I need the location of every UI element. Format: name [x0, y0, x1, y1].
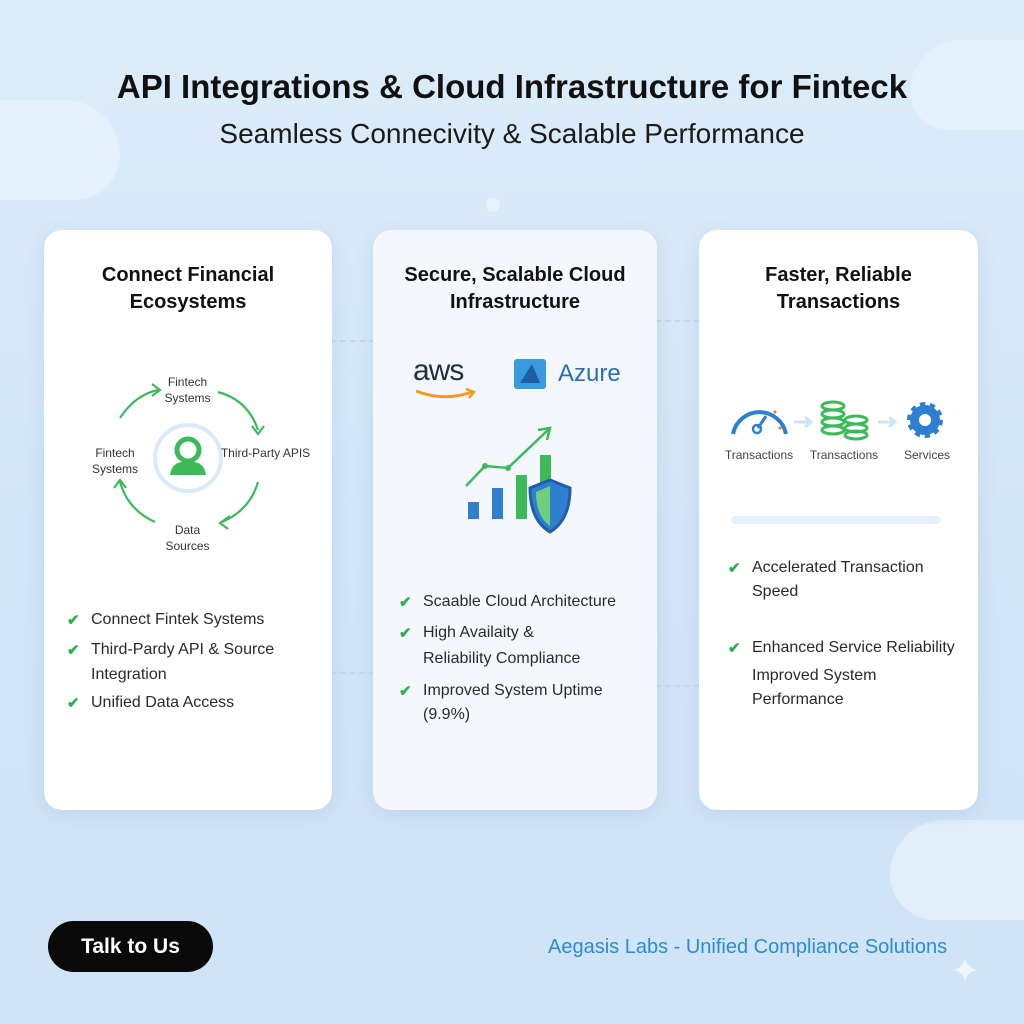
- cloud-decoration: [0, 100, 120, 200]
- flow-label: Services: [903, 448, 950, 462]
- connector-line: [330, 340, 375, 342]
- bullet-text: Reliability Compliance: [423, 650, 581, 667]
- bullet-text: Unified Data Access: [91, 694, 235, 711]
- page-subtitle: Seamless Connecivity & Scalable Performa…: [219, 118, 805, 149]
- ecosystem-cycle-diagram: [113, 383, 265, 530]
- arrow-right-icon: [794, 415, 814, 429]
- bullet-text: Connect Fintek Systems: [91, 611, 265, 628]
- bullet-text: Third-Pardy API & Source: [91, 641, 275, 658]
- connector-line: [655, 685, 700, 687]
- cloud-decoration: [890, 820, 1024, 920]
- page-title: API Integrations & Cloud Infrastructure …: [116, 68, 908, 105]
- check-icon: ✔: [67, 612, 80, 629]
- bullet-text: Performance: [752, 691, 844, 708]
- aws-smile-icon: [415, 388, 477, 399]
- azure-logo-icon: [514, 359, 546, 389]
- check-icon: ✔: [399, 625, 412, 642]
- card-cloud-infrastructure: [373, 230, 657, 810]
- check-icon: ✔: [399, 683, 412, 700]
- check-icon: ✔: [67, 695, 80, 712]
- bullet-text: (9.9%): [423, 706, 471, 723]
- check-icon: ✔: [728, 560, 741, 577]
- bullet-text: Speed: [752, 583, 799, 600]
- diagram-label-right: Third-Party APIS: [220, 446, 311, 460]
- center-ring: [153, 423, 223, 493]
- cycle-arrows-icon: [113, 383, 265, 530]
- bullet-text: Scaable Cloud Architecture: [423, 593, 616, 610]
- check-icon: ✔: [67, 642, 80, 659]
- azure-logo-text: Azure: [558, 360, 621, 387]
- progress-bar: [731, 516, 941, 524]
- bullet-text: Integration: [91, 666, 167, 683]
- growth-chart-shield-icon: [465, 426, 572, 534]
- flow-label: Transactions: [809, 448, 879, 462]
- connector-line: [330, 672, 375, 674]
- sparkle-icon: ✦: [950, 950, 981, 991]
- arrow-right-icon: [878, 415, 898, 429]
- bullet-text: Improved System Uptime: [423, 682, 603, 699]
- transaction-flow-icons: [731, 400, 943, 441]
- footer-brand: Aegasis Labs - Unified Compliance Soluti…: [548, 936, 948, 958]
- coins-stack-icon: [820, 400, 869, 441]
- check-icon: ✔: [399, 594, 412, 611]
- gear-icon: [907, 402, 943, 438]
- talk-to-us-button[interactable]: Talk to Us: [48, 921, 213, 972]
- aws-logo: aws: [413, 354, 464, 387]
- check-icon: ✔: [728, 640, 741, 657]
- bullet-text: Improved System: [752, 667, 877, 684]
- card-connect-ecosystems: [44, 230, 332, 810]
- user-icon: [170, 436, 206, 475]
- bullet-text: Accelerated Transaction: [752, 559, 924, 576]
- bullet-text: High Availaity &: [423, 624, 534, 641]
- flow-label: Transactions: [724, 448, 794, 462]
- speedometer-icon: [731, 410, 788, 435]
- connector-line: [655, 320, 700, 322]
- decor-dot: [486, 198, 500, 212]
- bullet-text: Enhanced Service Reliability: [752, 639, 955, 656]
- cloud-decoration: [910, 40, 1024, 130]
